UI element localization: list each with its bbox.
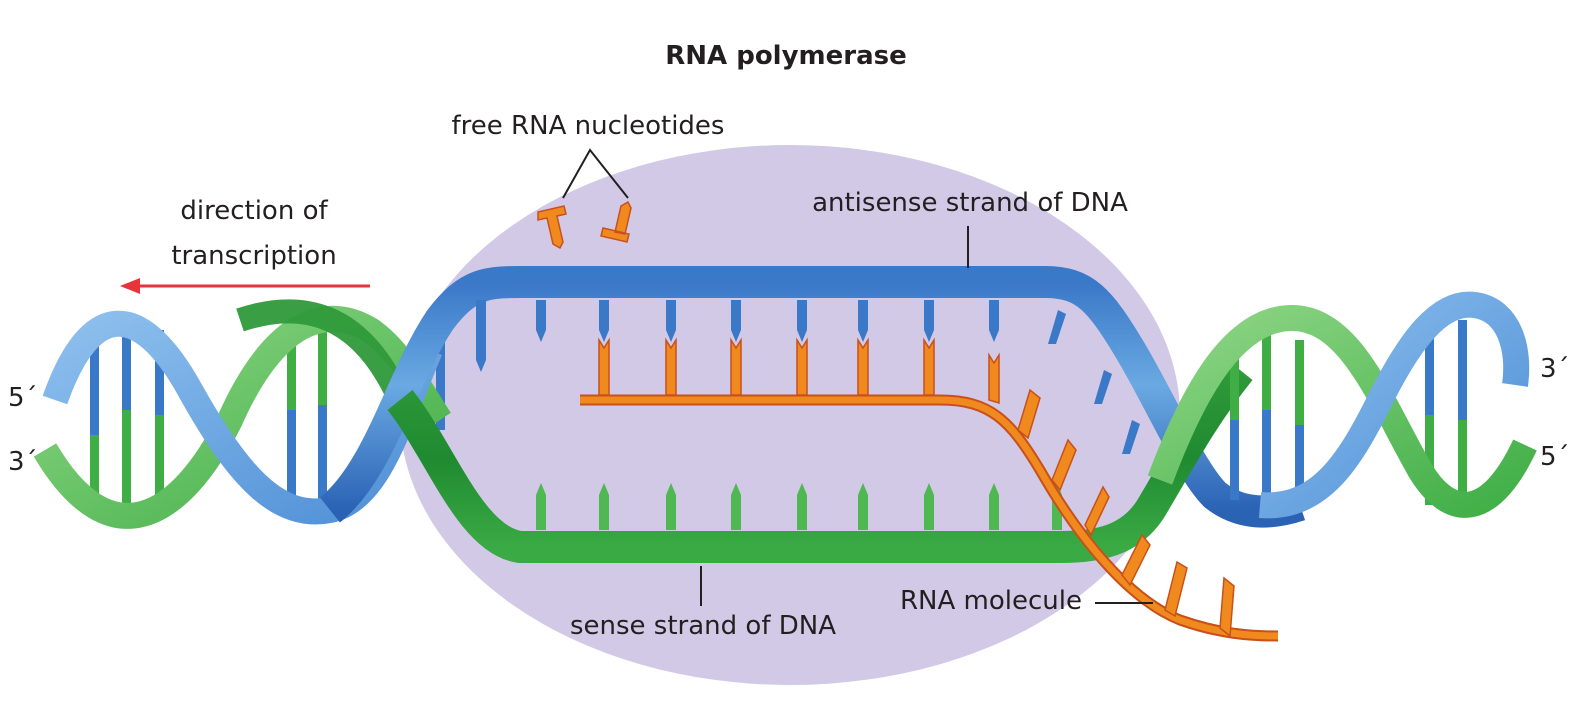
left-top-end-label: 5´: [8, 383, 38, 413]
sense-strand: [387, 360, 1253, 563]
antisense-label: antisense strand of DNA: [812, 188, 1128, 218]
right-bottom-end-label: 5´: [1540, 442, 1570, 472]
free-nucleotides-label: free RNA nucleotides: [452, 111, 725, 141]
rna-molecule-label: RNA molecule: [900, 586, 1082, 616]
right-helix-base-pairs: [1230, 320, 1467, 505]
direction-label-line2: transcription: [171, 241, 336, 271]
right-top-end-label: 3´: [1540, 354, 1570, 384]
sense-bases: [536, 483, 1062, 530]
left-helix-base-pairs: [90, 320, 445, 505]
diagram-title: RNA polymerase: [665, 41, 907, 71]
left-bottom-end-label: 3´: [8, 447, 38, 477]
nucleotide-icon: [600, 200, 632, 243]
antisense-strand: [319, 265, 1306, 528]
right-double-helix: [1147, 291, 1537, 519]
antisense-bases: [476, 300, 1140, 454]
nucleotide-icon: [537, 205, 567, 250]
sense-label: sense strand of DNA: [570, 611, 836, 641]
rna-molecule: [580, 337, 1279, 642]
left-arrow-icon: [120, 278, 370, 294]
leader-lines: [562, 148, 1153, 606]
free-rna-nucleotides: [537, 200, 632, 250]
direction-label-line1: direction of: [180, 196, 328, 226]
